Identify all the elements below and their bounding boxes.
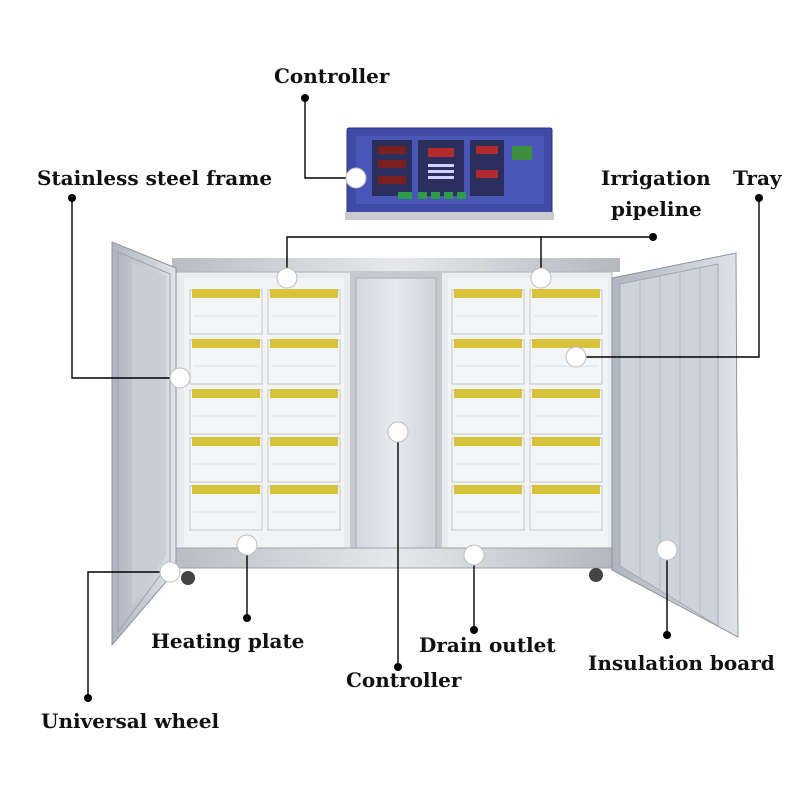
sprouts: [454, 339, 522, 348]
controller-unit: [345, 127, 554, 220]
sprouts: [270, 289, 338, 298]
sprouts: [270, 389, 338, 398]
sprouts: [270, 437, 338, 446]
sprouts: [454, 485, 522, 494]
sprouts: [192, 485, 260, 494]
sprouts: [270, 339, 338, 348]
insulation-board-marker: [656, 539, 678, 561]
label-heating-plate: Heating plate: [151, 629, 305, 653]
label-irrigation-line2: pipeline: [611, 197, 702, 221]
label-universal-wheel: Universal wheel: [41, 709, 220, 733]
label-insulation-board: Insulation board: [588, 651, 775, 675]
controller-marker: [345, 167, 367, 189]
sprouts: [454, 289, 522, 298]
label-drain-outlet: Drain outlet: [419, 633, 556, 657]
label-tray: Tray: [733, 166, 782, 190]
frame-marker: [169, 367, 191, 389]
irrigation-marker-right: [530, 267, 552, 289]
sprouts: [532, 485, 600, 494]
sprouts: [532, 437, 600, 446]
sprout-trays: [189, 289, 603, 531]
tray-marker: [565, 346, 587, 368]
sprouts: [192, 339, 260, 348]
label-irrigation-line1: Irrigation: [601, 166, 711, 190]
sprouts: [192, 437, 260, 446]
right-door: [611, 252, 739, 638]
leader-lines: [71, 98, 760, 698]
sprouts: [192, 389, 260, 398]
drain-outlet-marker: [463, 544, 485, 566]
irrigation-marker-left: [276, 267, 298, 289]
callout-markers: [159, 167, 678, 583]
label-controller-top: Controller: [274, 64, 390, 88]
sprouts: [454, 437, 522, 446]
label-stainless-steel-frame: Stainless steel frame: [37, 166, 273, 190]
sprouts: [192, 289, 260, 298]
universal-wheel-marker: [159, 561, 181, 583]
sprouts: [532, 289, 600, 298]
leader-end-dots: [68, 94, 763, 702]
sprouts: [532, 339, 600, 348]
sprouts: [454, 389, 522, 398]
controller-bottom-marker: [387, 421, 409, 443]
label-controller-bottom: Controller: [346, 668, 462, 692]
sprouts: [532, 389, 600, 398]
left-door: [111, 241, 177, 647]
heating-plate-marker: [236, 534, 258, 556]
sprouts: [270, 485, 338, 494]
